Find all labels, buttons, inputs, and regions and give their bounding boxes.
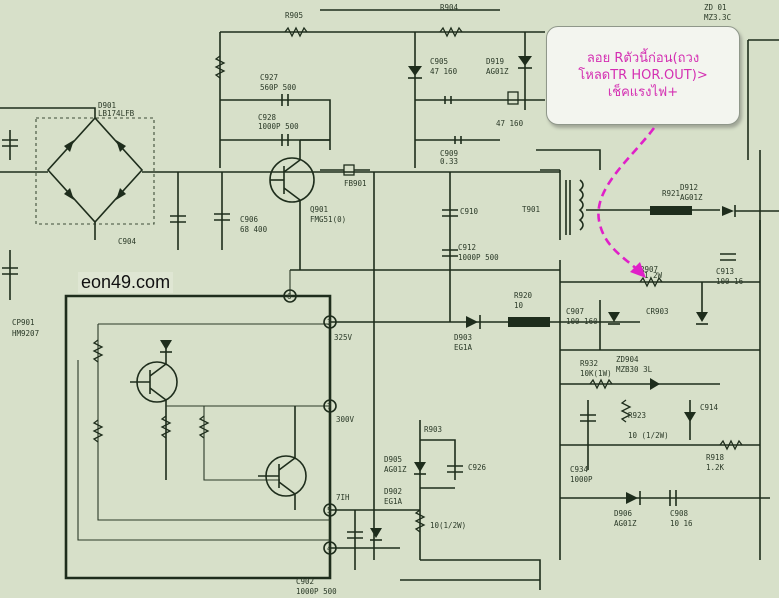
r921-label: R921: [662, 189, 680, 198]
r920-label: R920: [514, 291, 533, 300]
t901-label: T901: [522, 205, 540, 214]
d903-part: EG1A: [454, 343, 473, 352]
r904-label: R904: [440, 3, 459, 12]
left-capacitors: C904 C906 68 400 CP901 HM9207: [2, 130, 268, 338]
c914-label: C914: [700, 403, 719, 412]
bridge-rectifier-d901: D901 LB174LFB: [0, 101, 560, 240]
pin-300v-label: 300V: [336, 415, 355, 424]
c908-value: 10 16: [670, 519, 693, 528]
cp901-label: CP901: [12, 318, 35, 327]
d919-part: AG01Z: [486, 67, 509, 76]
c912-value: 1000P 500: [458, 253, 499, 262]
callout-line-3: เช็คแรงไฟ+: [607, 85, 679, 100]
d912-part: AG01Z: [680, 193, 703, 202]
r907-value: 1.2W: [644, 271, 663, 280]
d902-label: D902: [384, 487, 402, 496]
c902-label: C902: [296, 577, 314, 586]
d905-label: D905: [384, 455, 402, 464]
hybrid-module-frame: [64, 270, 332, 580]
top-rail-wires: [219, 9, 779, 168]
lower-middle-components: R903 D905 AG01Z D902 EG1A C926 10(1/2W) …: [296, 420, 541, 596]
r903-value: 10(1/2W): [430, 521, 466, 530]
pin-325v-label: 325V: [334, 333, 353, 342]
c910-label: C910: [460, 207, 479, 216]
c902-value: 1000P 500: [296, 587, 337, 596]
r923-value: 10 (1/2W): [628, 431, 669, 440]
c907-label: C907: [566, 307, 584, 316]
c928-value: 1000P 500: [258, 122, 299, 131]
d902-part: EG1A: [384, 497, 403, 506]
svg-text:3: 3: [327, 318, 332, 327]
c909-label: C909: [440, 149, 458, 158]
svg-text:7: 7: [327, 402, 332, 411]
svg-text:5: 5: [327, 506, 332, 515]
c905-label: C905: [430, 57, 448, 66]
c908-label: C908: [670, 509, 689, 518]
d912-label: D912: [680, 183, 698, 192]
svg-text:4: 4: [327, 544, 332, 553]
r905-label: R905: [285, 11, 303, 20]
d901-part-label: LB174LFB: [98, 109, 135, 118]
callout-line-1: ลอย Rตัวนี้ก่อน(ถวง: [586, 51, 700, 66]
c907-value: 100 160: [566, 317, 598, 326]
c926-label: C926: [468, 463, 487, 472]
zd904-part: MZB30 3L: [616, 365, 653, 374]
c912-label: C912: [458, 243, 476, 252]
d906-part: AG01Z: [614, 519, 637, 528]
c913-label: C913: [716, 267, 734, 276]
c913-value: 100 16: [716, 277, 744, 286]
c904-label: C904: [118, 237, 137, 246]
r903-label: R903: [424, 425, 442, 434]
pin-7ih-label: 7IH: [336, 493, 350, 502]
c927-value: 560P 500: [260, 83, 297, 92]
zd904-label: ZD904: [616, 355, 639, 364]
r932-label: R932: [580, 359, 598, 368]
r932-value: 10K(1W): [580, 369, 612, 378]
d919-label: D919: [486, 57, 504, 66]
c906-value: 68 400: [240, 225, 268, 234]
c910-value: 47 160: [496, 119, 524, 128]
c905-value: 47 160: [430, 67, 458, 76]
callout-line-2: โหลดTR HOR.OUT)>: [578, 68, 708, 83]
zd-part: MZ3.3C: [704, 13, 731, 22]
r918-label: R918: [706, 453, 725, 462]
watermark-text: eon49.com: [78, 272, 174, 293]
c928-label: C928: [258, 113, 277, 122]
q901-label: Q901: [310, 205, 328, 214]
zd-label: ZD 01: [704, 3, 727, 12]
d905-part: AG01Z: [384, 465, 407, 474]
q901-part: FMG51(0): [310, 215, 346, 224]
fb901-label: FB901: [344, 179, 367, 188]
c927-label: C927: [260, 73, 278, 82]
d903-label: D903: [454, 333, 472, 342]
annotation-callout: ลอย Rตัวนี้ก่อน(ถวง โหลดTR HOR.OUT)> เช็…: [546, 26, 740, 125]
c905-d919-section: C905 47 160 D919 AG01Z C909 0.33 47 160: [408, 56, 532, 166]
d901-label: D901: [98, 101, 116, 110]
output-line: D903 EG1A R920 10: [330, 291, 640, 352]
middle-bus: C910 C912 1000P 500: [290, 172, 560, 560]
c934-label: C934: [570, 465, 589, 474]
c934-value: 1000P: [570, 475, 593, 484]
top-resistors: R905 R904: [214, 3, 463, 79]
transistor-q901: Q901 FMG51(0) FB901: [269, 139, 370, 270]
c906-label: C906: [240, 215, 259, 224]
r923-label: R923: [628, 411, 646, 420]
cp901-part: HM9207: [12, 329, 39, 338]
r920-value: 10: [514, 301, 524, 310]
q901-sub-label: CR903: [646, 307, 669, 316]
d906-label: D906: [614, 509, 633, 518]
capacitors-c927-c928: C927 560P 500 C928 1000P 500: [258, 73, 299, 146]
r918-value: 1.2K: [706, 463, 725, 472]
svg-text:6: 6: [287, 292, 292, 301]
c909-value: 0.33: [440, 157, 458, 166]
